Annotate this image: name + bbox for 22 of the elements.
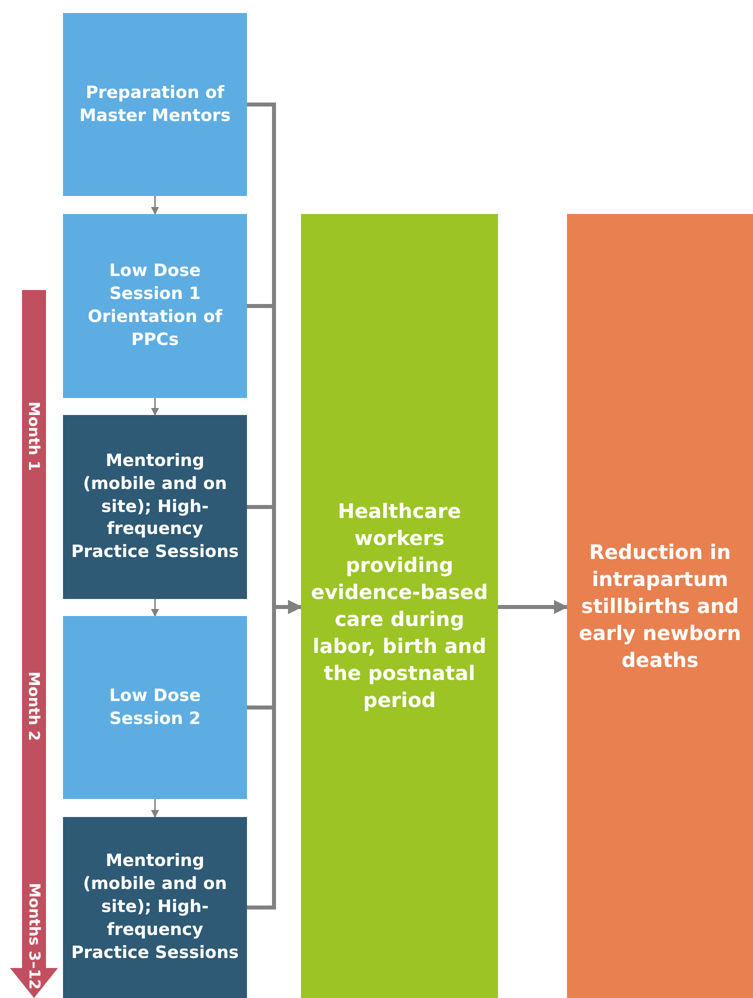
arrow: [151, 398, 159, 416]
box-text: Mentoring (mobile and on site); High-frequency Practice Sessions: [71, 450, 239, 564]
process-box: [63, 817, 247, 998]
timeline-label: Months 3–12: [24, 882, 44, 990]
arrow: [151, 196, 159, 215]
process-box: [63, 214, 247, 398]
box-text: Preparation of Master Mentors: [78, 82, 232, 128]
box-text: Mentoring (mobile and on site); High-frequency Practice Sessions: [71, 850, 239, 965]
arrow: [498, 600, 568, 614]
arrow: [151, 599, 159, 617]
process-box: [63, 616, 247, 799]
box-text: Reduction in intrapartum stillbirths and early newborn deaths: [578, 538, 742, 674]
impact-box: [567, 214, 753, 998]
timeline-label: Month 2: [24, 671, 44, 741]
box-text: Low Dose Session 2: [108, 684, 202, 730]
outcome-box: [301, 214, 498, 998]
arrow: [151, 799, 159, 818]
process-box: [63, 415, 247, 599]
timeline-label: Month 1: [24, 401, 44, 471]
process-box: [63, 13, 247, 196]
box-text: Healthcare workers providing evidence-based care during labor, birth and the postnatal period: [310, 498, 489, 714]
box-text: Low Dose Session 1 Orientation of PPCs: [86, 260, 224, 352]
